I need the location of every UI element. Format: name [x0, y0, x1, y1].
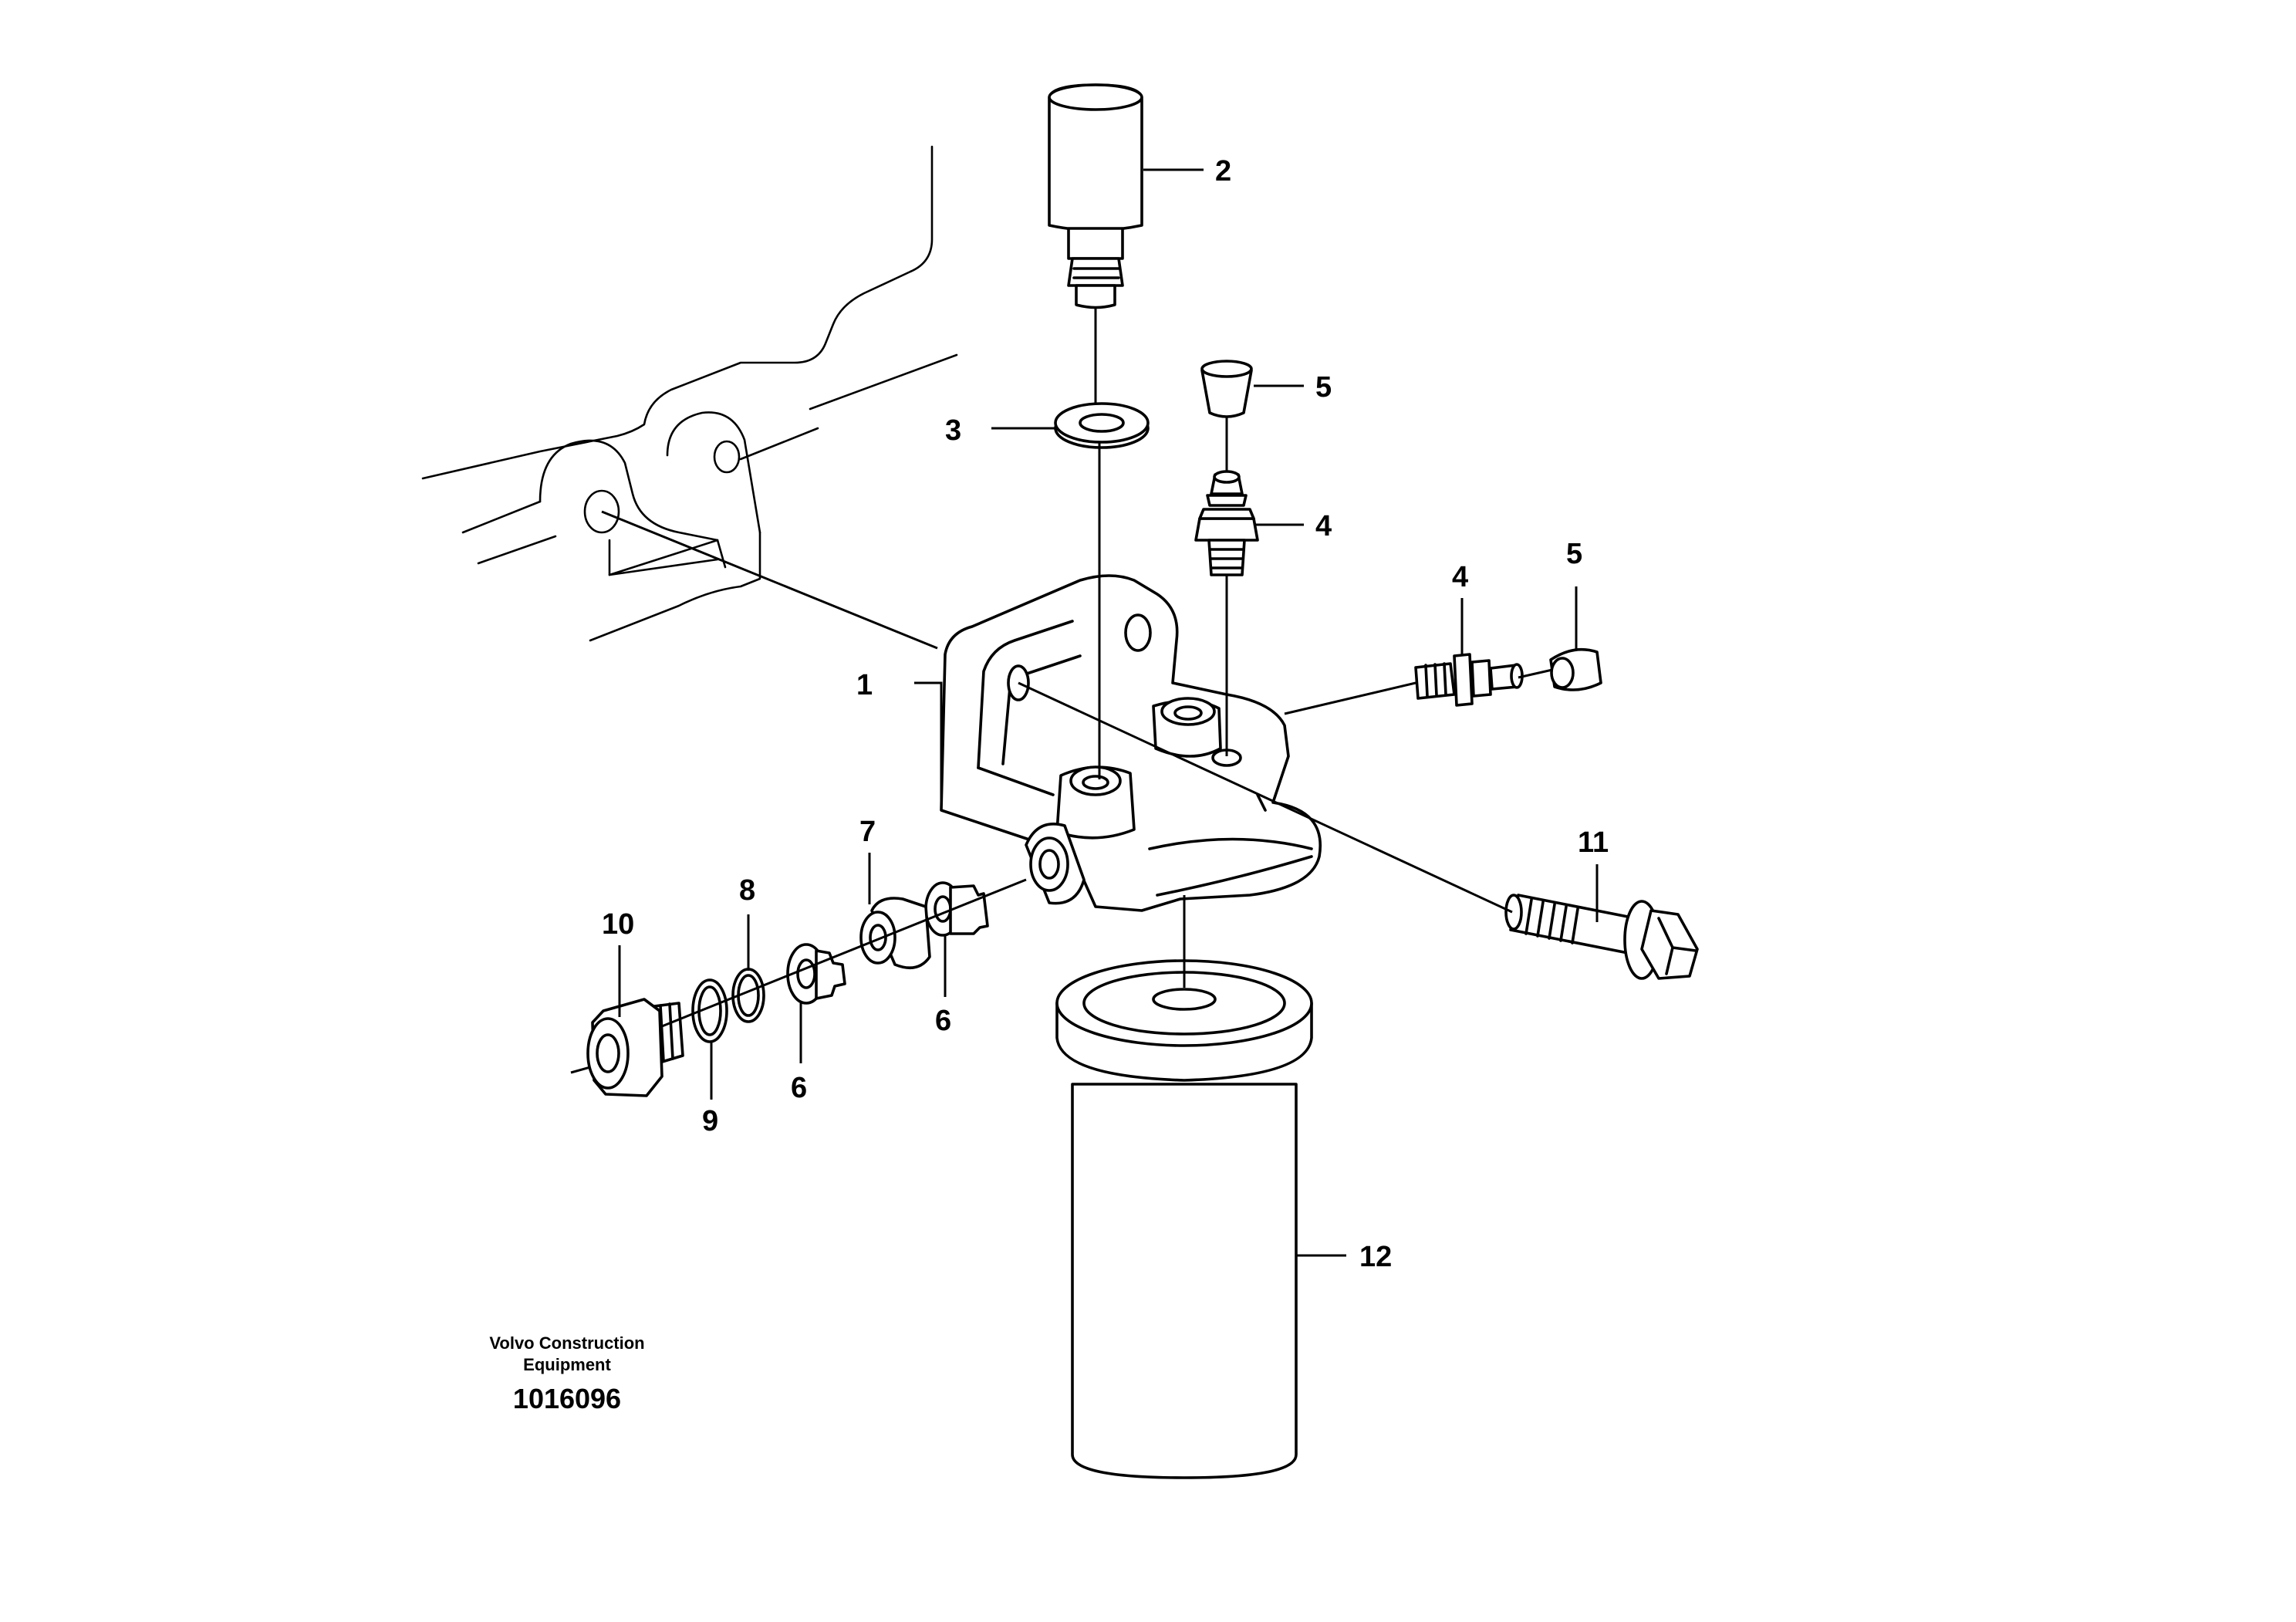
filter-indicator: [1048, 83, 1143, 309]
callout-5-upper: 5: [1315, 371, 1332, 404]
caption-company-line1: Volvo Construction: [489, 1333, 644, 1353]
assembly-axis-lines: [570, 309, 1553, 1074]
flange-bolt: [1504, 894, 1699, 980]
hex-plug: [586, 998, 684, 1097]
callout-11: 11: [1578, 826, 1609, 859]
callout-7: 7: [859, 816, 876, 848]
caption-block: Volvo Construction Equipment 1016096: [489, 1333, 644, 1414]
o-ring-small: [731, 968, 765, 1023]
callout-labels: 1 2 3 4 4 5 5 6 6 7 8 9 10 11 12: [602, 155, 1609, 1273]
callout-4-upper: 4: [1315, 510, 1332, 542]
caption-company-line2: Equipment: [523, 1355, 611, 1374]
valve-seat-left: [786, 943, 846, 1005]
dust-cap-side: [1549, 647, 1602, 691]
callout-3: 3: [945, 414, 961, 447]
filter-head-bracket: [940, 574, 1322, 912]
machine-frame-outline: [421, 145, 958, 642]
callout-4-side: 4: [1452, 561, 1468, 593]
callout-12: 12: [1359, 1241, 1392, 1273]
callout-10: 10: [602, 908, 634, 941]
callout-2: 2: [1215, 155, 1231, 188]
callout-9: 9: [702, 1105, 718, 1137]
bleed-nipple-upper: [1194, 470, 1259, 576]
caption-drawing-number: 1016096: [513, 1383, 621, 1414]
valve-spring-seat: [859, 897, 931, 970]
callout-leaders: [618, 168, 1599, 1257]
filter-cartridge: [1055, 959, 1313, 1479]
sealing-washer: [1054, 402, 1150, 449]
callout-8: 8: [739, 874, 755, 907]
callout-1: 1: [856, 669, 873, 701]
valve-seat-right: [924, 881, 989, 937]
callout-6-left: 6: [791, 1072, 807, 1104]
callout-5-side: 5: [1566, 538, 1582, 570]
bleed-nipple-side: [1414, 653, 1524, 707]
dust-cap-upper: [1200, 360, 1253, 418]
callout-6-right: 6: [935, 1005, 951, 1037]
